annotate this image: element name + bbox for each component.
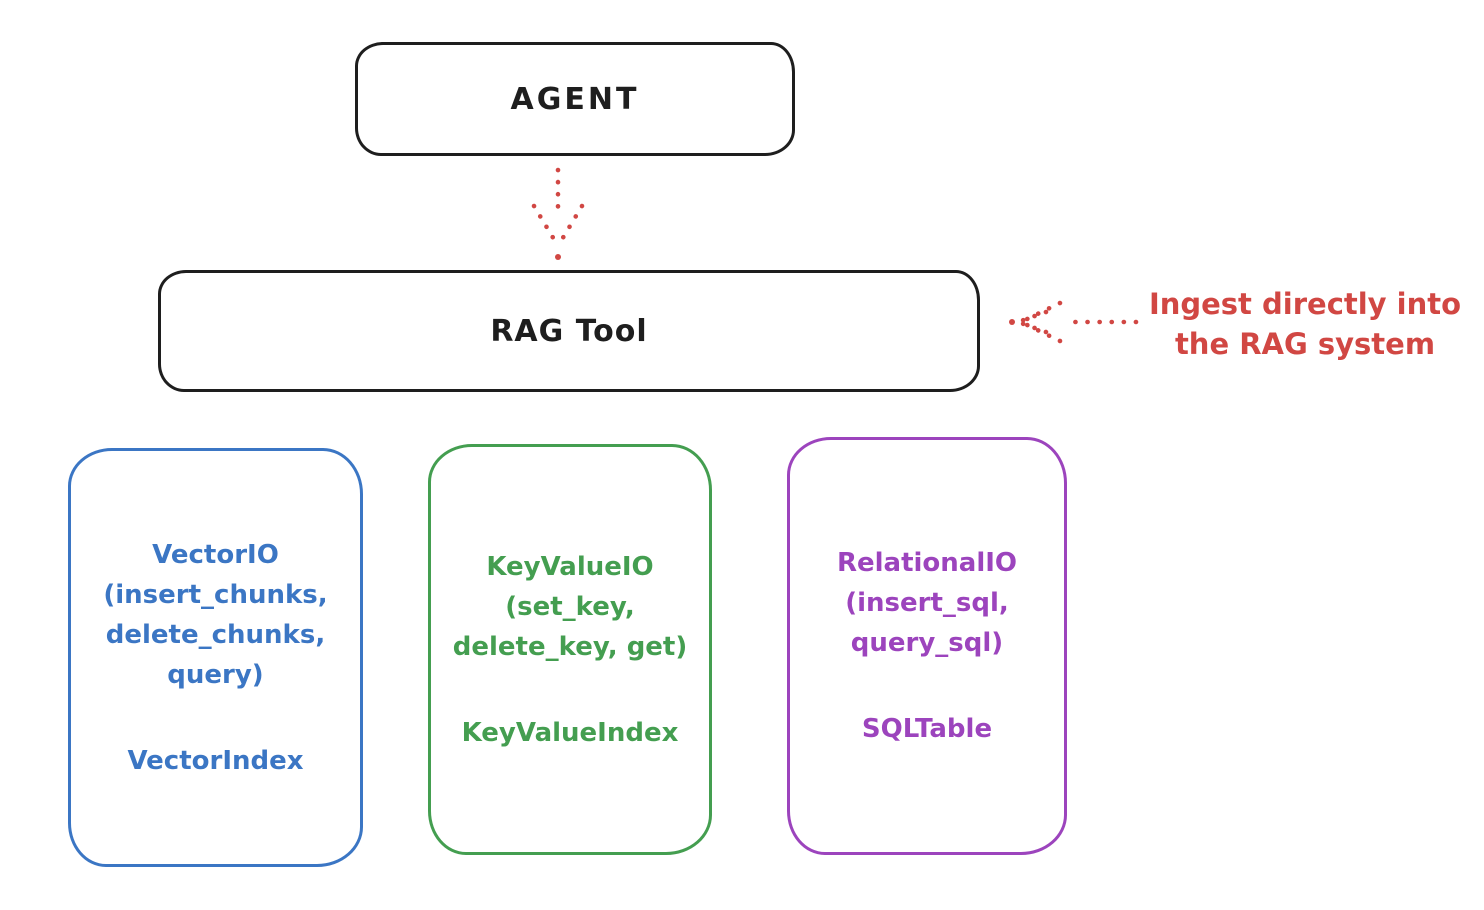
vector-io-signature: VectorIO (insert_chunks, delete_chunks, … [103, 535, 327, 695]
relational-io-box: RelationalIO (insert_sql, query_sql) SQL… [787, 437, 1067, 855]
io-line: query) [167, 659, 264, 690]
relational-io-signature: RelationalIO (insert_sql, query_sql) [837, 543, 1017, 663]
rag-tool-box: RAG Tool [158, 270, 980, 392]
ingest-annotation-line2: the RAG system [1174, 327, 1436, 361]
io-line: VectorIO [152, 539, 279, 570]
io-line: query_sql) [850, 628, 1004, 658]
ingest-arrow [1009, 300, 1139, 344]
agent-to-rag-arrow [531, 167, 585, 260]
agent-box: AGENT [355, 42, 795, 156]
io-line: delete_chunks, [105, 619, 326, 650]
io-line: (set_key, [505, 591, 635, 622]
ingest-annotation: Ingest directly into the RAG system [1122, 284, 1484, 364]
io-line: delete_key, get) [452, 631, 688, 662]
keyvalue-index-label: KeyValueIndex [461, 717, 679, 748]
ingest-annotation-line1: Ingest directly into [1148, 287, 1462, 321]
agent-label: AGENT [510, 81, 640, 117]
sql-table-label: SQLTable [861, 714, 993, 744]
io-line: RelationalIO [836, 548, 1018, 578]
vector-io-box: VectorIO (insert_chunks, delete_chunks, … [68, 448, 363, 867]
io-line: KeyValueIO [486, 551, 654, 582]
vector-index-label: VectorIndex [127, 745, 304, 776]
rag-tool-label: RAG Tool [490, 313, 648, 349]
keyvalue-io-box: KeyValueIO (set_key, delete_key, get) Ke… [428, 444, 712, 855]
io-line: (insert_sql, [845, 588, 1009, 618]
io-line: (insert_chunks, [103, 579, 328, 610]
keyvalue-io-signature: KeyValueIO (set_key, delete_key, get) [453, 547, 688, 667]
